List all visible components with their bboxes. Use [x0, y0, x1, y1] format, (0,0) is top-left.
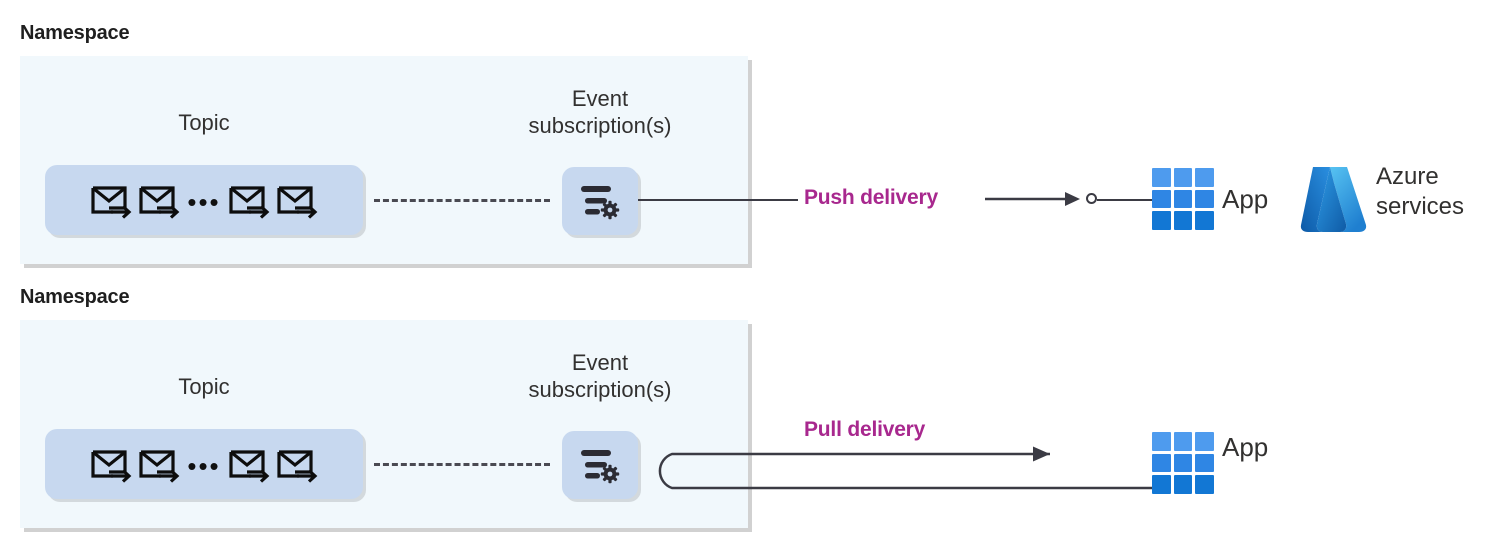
app-grid-icon: [1152, 432, 1214, 494]
topic-label-push: Topic: [178, 110, 230, 135]
envelope-with-arrow-icon: [229, 186, 270, 219]
topic-box-pull[interactable]: •••: [45, 429, 363, 499]
azure-services-label: Azure services: [1376, 163, 1465, 220]
ellipsis-label: •••: [187, 187, 221, 217]
filter-settings-icon: [581, 450, 620, 484]
ellipsis-label: •••: [187, 451, 221, 481]
envelope-with-arrow-icon: [277, 186, 318, 219]
subscription-label-push: Event subscription(s): [528, 86, 672, 138]
app-grid-icon: [1152, 168, 1214, 230]
subscription-label-pull: Event subscription(s): [528, 350, 672, 402]
subscription-box-pull[interactable]: [562, 431, 638, 499]
app-label-push: App: [1222, 184, 1269, 214]
pull-delivery-label: Pull delivery: [804, 418, 926, 441]
push-delivery-label: Push delivery: [804, 186, 938, 209]
topic-to-subscription-connector-push: [374, 199, 550, 202]
envelope-with-arrow-icon: [139, 450, 180, 483]
filter-settings-icon: [581, 186, 620, 220]
push-arrow: [985, 192, 1080, 206]
subscription-box-push[interactable]: [562, 167, 638, 235]
topic-to-subscription-connector-pull: [374, 463, 550, 466]
push-endpoint-dot: [1086, 193, 1097, 204]
namespace-label-pull: Namespace: [20, 286, 130, 308]
envelope-with-arrow-icon: [139, 186, 180, 219]
envelope-with-arrow-icon: [277, 450, 318, 483]
envelope-with-arrow-icon: [91, 450, 132, 483]
azure-logo: [1300, 167, 1367, 232]
push-line-left: [638, 199, 798, 201]
topic-label-pull: Topic: [178, 374, 230, 399]
envelope-with-arrow-icon: [91, 186, 132, 219]
namespace-label-push: Namespace: [20, 22, 130, 44]
envelope-with-arrow-icon: [229, 450, 270, 483]
app-label-pull: App: [1222, 432, 1269, 462]
push-line-right: [1097, 199, 1153, 201]
pull-loop-arrow: [658, 446, 1152, 490]
topic-box-push[interactable]: •••: [45, 165, 363, 235]
